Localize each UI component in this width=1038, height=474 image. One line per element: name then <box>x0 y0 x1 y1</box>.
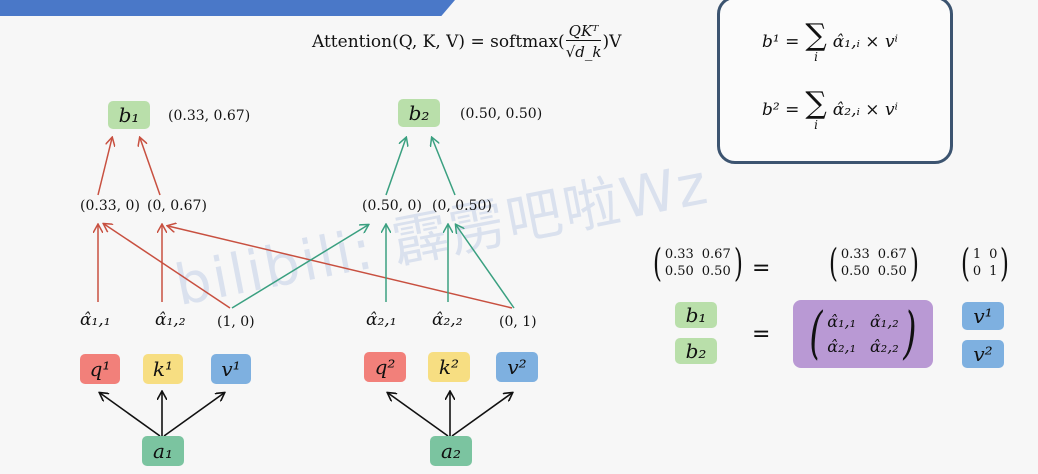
arrow-pair2-to-mid2 <box>168 226 513 309</box>
right-paren: ) <box>733 241 743 285</box>
matrix-cell: 1 <box>989 264 998 279</box>
formula-rhs: )V <box>602 31 622 52</box>
b2-value: (0.50, 0.50) <box>460 106 543 122</box>
b2-box: b₂ <box>398 99 440 127</box>
arrow-pair1-to-right-mid1 <box>231 225 368 309</box>
matrix-cell: 0.67 <box>877 247 907 262</box>
q2-box: q² <box>364 352 406 382</box>
a1-box: a₁ <box>142 436 184 466</box>
sum-line-1-lhs: b¹ = <box>762 32 800 52</box>
matrix-cell: 0.50 <box>840 264 870 279</box>
sum-index: i <box>814 50 818 64</box>
right-paren: ) <box>909 241 919 285</box>
left-paren: ( <box>828 241 838 285</box>
q1-box: q¹ <box>80 354 120 384</box>
matrix-cell: 0 <box>972 264 982 279</box>
right-pair-label: (0, 1) <box>499 314 537 330</box>
matrix-cell: 0 <box>989 247 998 262</box>
right-mid2-label: (0, 0.50) <box>432 198 492 214</box>
v2-result-box: v² <box>962 340 1004 368</box>
matrix-cell: 0.33 <box>664 247 694 262</box>
matrix-3: ( 1 0 0 1 ) <box>958 244 1012 282</box>
arrow-mid2-to-b2 <box>432 138 456 196</box>
matrix-cell: 0.67 <box>701 247 731 262</box>
sum-line-2: b² = ∑i α̂₂,ᵢ × vⁱ <box>762 86 898 132</box>
sum-index: i <box>814 118 818 132</box>
k1-box: k¹ <box>143 354 183 384</box>
alpha-matrix: ( α̂₁,₁ α̂₁,₂ α̂₂,₁ α̂₂,₂ ) <box>793 300 933 368</box>
matrix-cell: α̂₂,₂ <box>870 337 899 356</box>
formula-denominator: √d_k <box>565 43 602 61</box>
right-paren: ) <box>1000 241 1010 285</box>
a2-box: a₂ <box>430 436 472 466</box>
attention-formula: Attention(Q, K, V) = softmax( QKᵀ √d_k )… <box>312 22 621 61</box>
matrix-1: ( 0.33 0.67 0.50 0.50 ) <box>650 244 746 282</box>
matrix-cell: α̂₂,₁ <box>827 337 856 356</box>
arrow-pair1-to-mid1 <box>104 224 231 309</box>
b2-result-box: b₂ <box>675 338 717 364</box>
matrix-cell: 1 <box>972 247 982 262</box>
sum-line-1: b¹ = ∑i α̂₁,ᵢ × vⁱ <box>762 18 898 64</box>
formula-fraction: QKᵀ √d_k <box>565 22 602 61</box>
matrix-cell: α̂₁,₂ <box>870 312 899 331</box>
arrow-a1-to-q1 <box>100 393 161 437</box>
arrow-a2-to-q2 <box>388 393 449 437</box>
sum-line-2-lhs: b² = <box>762 100 800 120</box>
formula-numerator: QKᵀ <box>565 22 602 41</box>
alpha-2-1: α̂₂,₁ <box>366 310 397 330</box>
input-arrows <box>100 392 512 437</box>
v1-result-box: v¹ <box>962 302 1004 330</box>
left-paren: ( <box>809 301 823 366</box>
matrix-cell: 0.50 <box>877 264 907 279</box>
alpha-1-2: α̂₁,₂ <box>155 310 186 330</box>
equals-sign: = <box>752 322 771 347</box>
sigma-symbol: ∑i <box>805 18 827 64</box>
left-pair-label: (1, 0) <box>217 314 255 330</box>
left-mid2-label: (0, 0.67) <box>147 198 207 214</box>
top-accent-bar <box>0 0 455 16</box>
summation-box: b¹ = ∑i α̂₁,ᵢ × vⁱ b² = ∑i α̂₂,ᵢ × vⁱ <box>717 0 953 164</box>
arrow-a1-to-v1 <box>163 393 224 437</box>
matrix-cell: 0.50 <box>701 264 731 279</box>
left-mid1-label: (0.33, 0) <box>80 198 140 214</box>
matrix-cell: 0.50 <box>664 264 694 279</box>
arrow-a2-to-v2 <box>451 393 512 437</box>
right-mid1-label: (0.50, 0) <box>362 198 422 214</box>
matrix-2: ( 0.33 0.67 0.50 0.50 ) <box>826 244 922 282</box>
arrow-mid2-to-b1 <box>140 138 161 196</box>
v1-box: v¹ <box>211 354 251 384</box>
k2-box: k² <box>428 352 470 382</box>
right-paren: ) <box>903 301 917 366</box>
matrix-cell: 0.33 <box>840 247 870 262</box>
alpha-1-1: α̂₁,₁ <box>80 310 111 330</box>
left-paren: ( <box>960 241 970 285</box>
b1-value: (0.33, 0.67) <box>168 108 251 124</box>
b1-result-box: b₁ <box>675 302 717 328</box>
b1-box: b₁ <box>108 101 150 129</box>
formula-lhs: Attention(Q, K, V) = softmax( <box>312 31 565 52</box>
equals-sign: = <box>752 256 771 281</box>
arrow-pair2-to-right-mid2 <box>456 225 515 309</box>
sum-line-2-body: α̂₂,ᵢ × vⁱ <box>832 100 898 120</box>
arrow-mid1-to-b1 <box>97 138 112 196</box>
matrix-cell: α̂₁,₁ <box>827 312 856 331</box>
alpha-2-2: α̂₂,₂ <box>432 310 463 330</box>
right-green-arrows <box>231 138 515 309</box>
left-red-arrows <box>97 138 513 309</box>
sigma-symbol: ∑i <box>805 86 827 132</box>
sum-line-1-body: α̂₁,ᵢ × vⁱ <box>832 32 898 52</box>
left-paren: ( <box>652 241 662 285</box>
arrow-mid1-to-b2 <box>385 138 406 196</box>
v2-box: v² <box>496 352 538 382</box>
